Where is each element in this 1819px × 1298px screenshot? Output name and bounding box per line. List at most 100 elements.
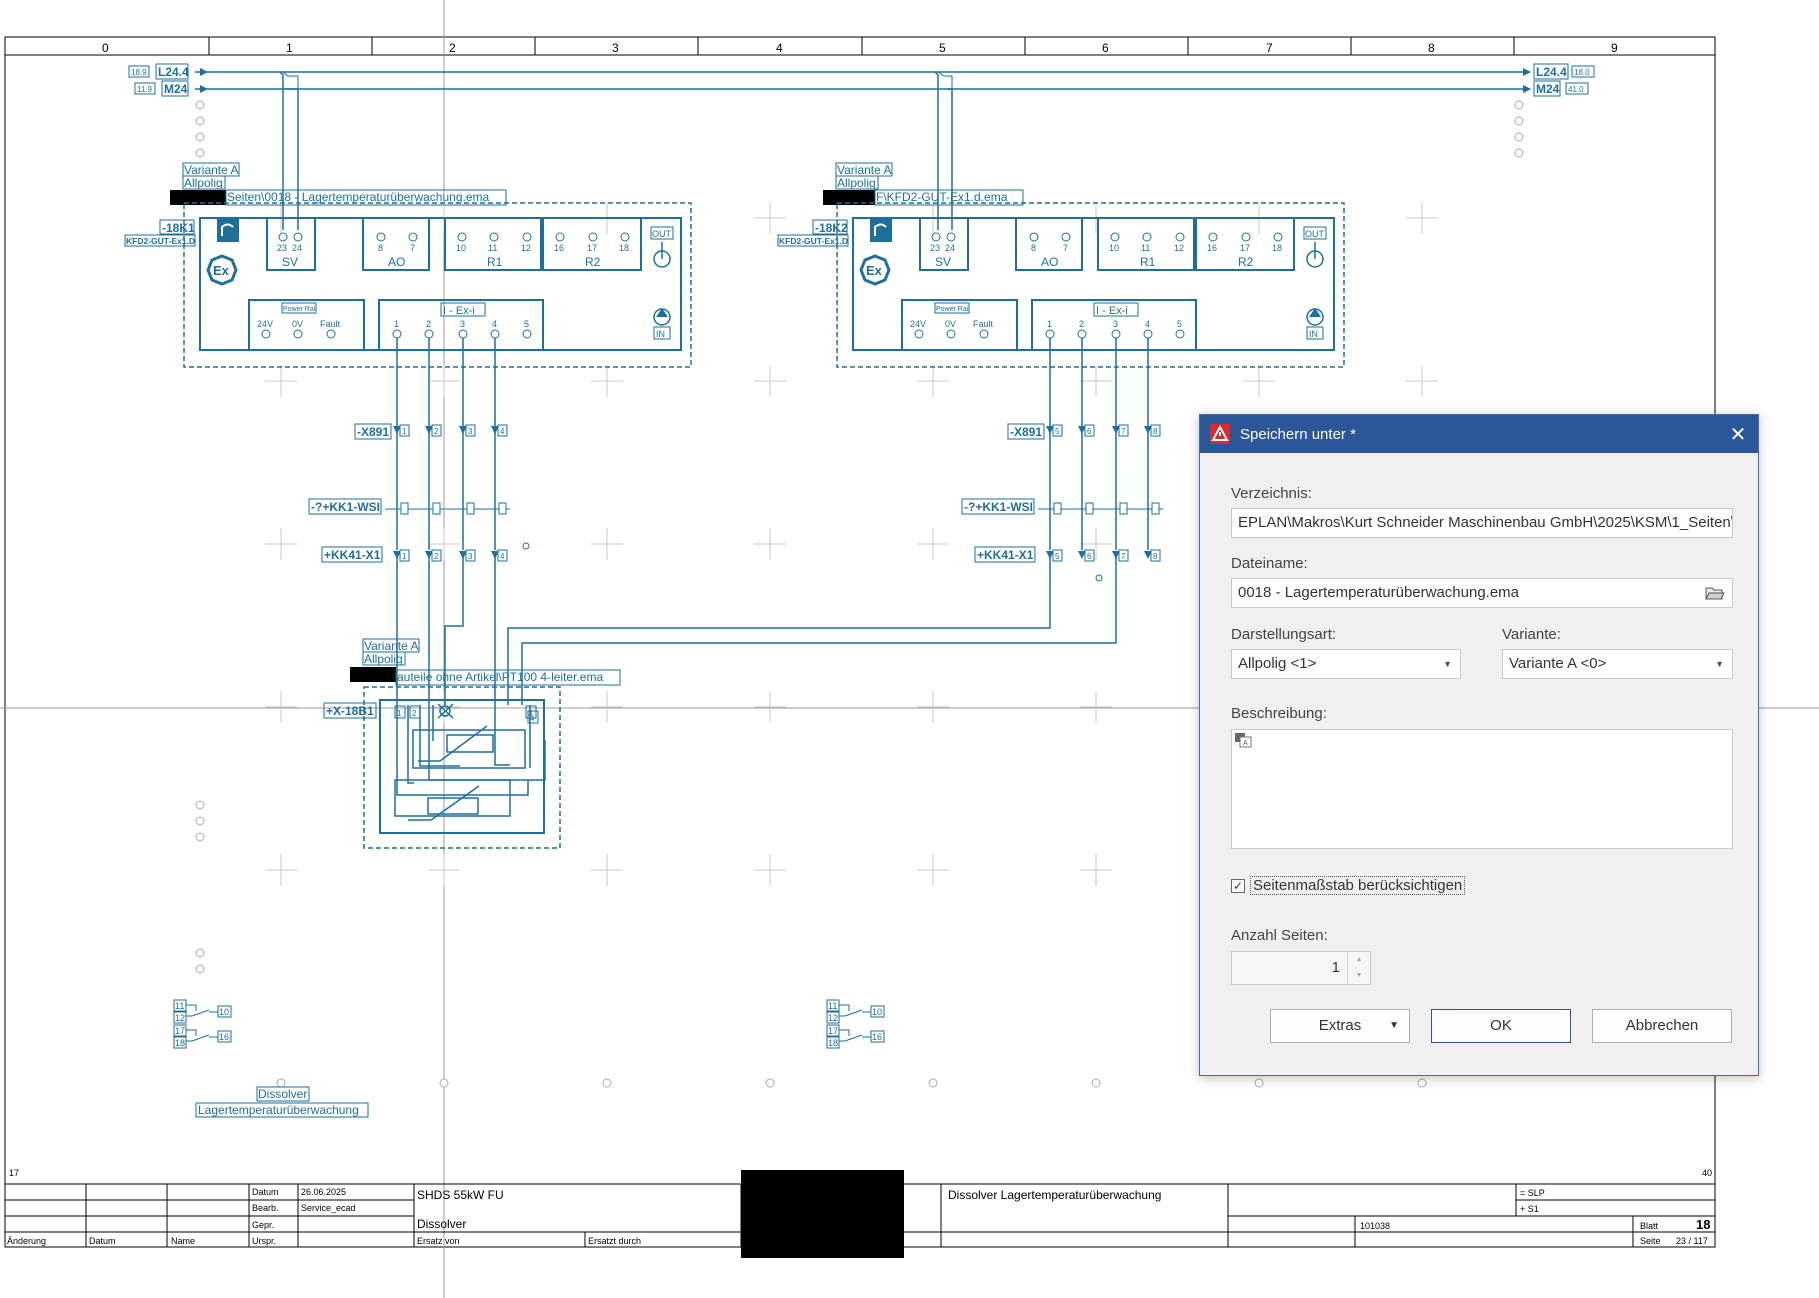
dateiname-field[interactable]: 0018 - Lagertemperaturüberwachung.ema bbox=[1231, 578, 1733, 608]
svg-text:3: 3 bbox=[460, 319, 465, 329]
svg-text:24V: 24V bbox=[910, 319, 926, 329]
out-label: OUT bbox=[652, 229, 672, 239]
svg-text:24: 24 bbox=[945, 243, 955, 253]
svg-text:+ S1: + S1 bbox=[1520, 1204, 1539, 1214]
terminal-point bbox=[522, 542, 530, 550]
svg-text:23: 23 bbox=[930, 243, 940, 253]
darstellungsart-value: Allpolig <1> bbox=[1238, 655, 1317, 672]
svg-text:5: 5 bbox=[1055, 427, 1060, 436]
module-body bbox=[852, 217, 1335, 351]
module-boundary bbox=[836, 202, 1345, 368]
beschreibung-textarea[interactable]: A bbox=[1231, 729, 1733, 849]
sensor-tag: +X-18B1 bbox=[326, 704, 374, 718]
iex-group bbox=[1031, 299, 1197, 351]
variante-value: Variante A <0> bbox=[1509, 655, 1607, 672]
svg-text:17: 17 bbox=[1240, 243, 1250, 253]
extras-button[interactable]: Extras ▼ bbox=[1270, 1009, 1410, 1043]
terminal-x891-left: -X891 bbox=[357, 425, 389, 439]
page-label-line2: Lagertemperaturüberwachung bbox=[198, 1103, 359, 1117]
svg-text:12: 12 bbox=[1174, 243, 1184, 253]
sensor-variant: Variante A bbox=[364, 639, 418, 653]
svg-text:1: 1 bbox=[1047, 319, 1052, 329]
signal-ref-right-top: 18.0 bbox=[1574, 68, 1590, 77]
module-18k1[interactable]: Variante A Allpolig Seiten\0018 - Lagert… bbox=[124, 162, 692, 368]
column-label: 0 bbox=[102, 41, 109, 55]
wires bbox=[396, 338, 1149, 796]
close-icon[interactable]: ✕ bbox=[1729, 423, 1747, 446]
ex-icon: Ex bbox=[859, 254, 891, 286]
out-label: OUT bbox=[1305, 229, 1325, 239]
title-block-text: Datum 26.06.2025 Bearb. Service_ecad Gep… bbox=[7, 1187, 1710, 1246]
group-sv bbox=[266, 217, 316, 271]
svg-text:8: 8 bbox=[1031, 243, 1036, 253]
language-icon[interactable]: A bbox=[1234, 732, 1252, 748]
svg-text:7: 7 bbox=[1121, 552, 1126, 561]
signal-right-bottom: M24 bbox=[1536, 82, 1560, 96]
dateiname-label: Dateiname: bbox=[1231, 555, 1308, 572]
svg-text:11: 11 bbox=[1141, 243, 1150, 253]
dialog-titlebar[interactable]: Speichern unter * ✕ bbox=[1200, 415, 1758, 453]
svg-text:10: 10 bbox=[219, 1007, 229, 1017]
seitenmassstab-checkbox[interactable]: ✓ bbox=[1231, 879, 1245, 893]
column-label: 9 bbox=[1611, 41, 1618, 55]
svg-text:= SLP: = SLP bbox=[1520, 1188, 1545, 1198]
svg-text:11: 11 bbox=[175, 1001, 184, 1011]
redaction-logo bbox=[741, 1170, 904, 1258]
arrow-right-bottom bbox=[1523, 85, 1531, 93]
svg-text:17: 17 bbox=[175, 1026, 185, 1036]
page-label: Dissolver Lagertemperaturüberwachung bbox=[195, 1086, 369, 1118]
module-type: KFD2-GUT-Ex1.D bbox=[779, 236, 848, 246]
eplan-app-icon bbox=[1210, 424, 1230, 444]
sheet-number: 18 bbox=[1696, 1217, 1710, 1232]
verzeichnis-field[interactable]: EPLAN\Makros\Kurt Schneider Maschinenbau… bbox=[1231, 508, 1733, 538]
svg-text:10: 10 bbox=[1109, 243, 1119, 253]
svg-text:Blatt: Blatt bbox=[1640, 1221, 1659, 1231]
svg-text:10: 10 bbox=[872, 1007, 882, 1017]
svg-text:4: 4 bbox=[530, 714, 535, 723]
svg-text:1: 1 bbox=[397, 709, 402, 718]
svg-text:8: 8 bbox=[378, 243, 383, 253]
module-18k2[interactable]: Variante A Allpolig F\KFD2-GUT-Ex1.d.ema… bbox=[777, 162, 1345, 368]
terminal-wsi-right: -?+KK1-WSI bbox=[964, 500, 1033, 514]
signal-left-bottom: M24 bbox=[164, 82, 188, 96]
variante-label: Variante: bbox=[1502, 626, 1561, 643]
svg-text:Datum: Datum bbox=[89, 1236, 116, 1246]
group-r2-label: R2 bbox=[1238, 255, 1254, 269]
svg-text:2: 2 bbox=[434, 552, 439, 561]
svg-text:24V: 24V bbox=[257, 319, 273, 329]
save-as-dialog[interactable]: Speichern unter * ✕ Verzeichnis: EPLAN\M… bbox=[1199, 414, 1759, 1076]
variante-select[interactable]: Variante A <0> ▼ bbox=[1502, 649, 1733, 679]
svg-text:16: 16 bbox=[219, 1032, 229, 1042]
svg-text:Name: Name bbox=[171, 1236, 195, 1246]
ok-button[interactable]: OK bbox=[1431, 1009, 1571, 1043]
page-number: 23 / 117 bbox=[1676, 1236, 1708, 1246]
svg-text:Ersatzt durch: Ersatzt durch bbox=[588, 1236, 641, 1246]
svg-text:24: 24 bbox=[292, 243, 302, 253]
svg-text:Datum: Datum bbox=[252, 1187, 279, 1197]
terminal-wsi-left: -?+KK1-WSI bbox=[311, 500, 380, 514]
svg-text:Power Rail: Power Rail bbox=[283, 306, 317, 313]
sensor-boundary bbox=[363, 686, 561, 849]
folder-open-icon[interactable] bbox=[1705, 585, 1725, 601]
svg-text:1: 1 bbox=[402, 552, 407, 561]
column-label: 4 bbox=[776, 41, 783, 55]
svg-text:16: 16 bbox=[872, 1032, 882, 1042]
anzahl-seiten-stepper[interactable]: 1 ▲▼ bbox=[1231, 951, 1371, 985]
group-ao bbox=[362, 217, 430, 271]
module-mode: Allpolig bbox=[837, 176, 876, 190]
svg-text:3: 3 bbox=[468, 552, 473, 561]
signal-ref-right-bottom: 41.0 bbox=[1568, 85, 1584, 94]
sensor-pt100[interactable]: Variante A Allpolig auteile ohne Artikel… bbox=[323, 638, 621, 849]
darstellungsart-select[interactable]: Allpolig <1> ▼ bbox=[1231, 649, 1461, 679]
terminal-labels: -X891 -X891 -?+KK1-WSI -?+KK1-WSI +KK41-… bbox=[308, 423, 1045, 563]
svg-text:18: 18 bbox=[1272, 243, 1282, 253]
stepper-arrows-icon[interactable]: ▲▼ bbox=[1347, 952, 1370, 984]
seitenmassstab-label[interactable]: Seitenmaßstab berücksichtigen bbox=[1250, 876, 1466, 895]
svg-text:18: 18 bbox=[828, 1038, 838, 1048]
svg-text:12: 12 bbox=[521, 243, 531, 253]
abbrechen-button[interactable]: Abbrechen bbox=[1592, 1009, 1732, 1043]
module-tag: -18K2 bbox=[815, 221, 848, 235]
arrow-right-top bbox=[1523, 68, 1531, 76]
